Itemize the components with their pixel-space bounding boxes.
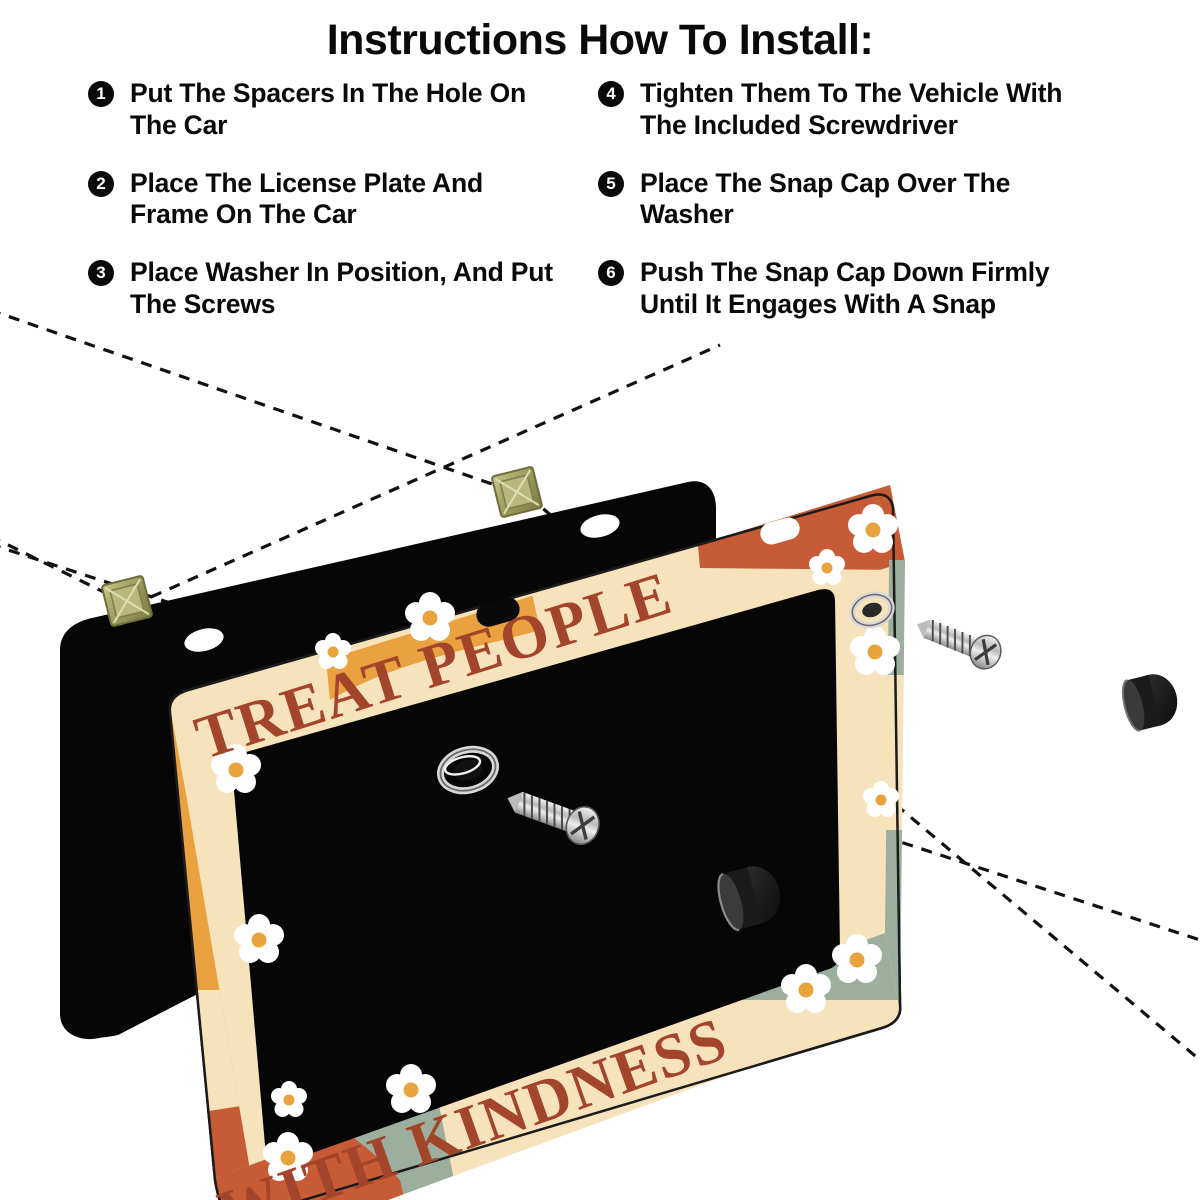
step-text: Place The Snap Cap Over The Washer (640, 167, 1011, 230)
instruction-step-3: 3 Place Washer In Position, And Put The … (88, 257, 568, 321)
step-number-badge: 3 (88, 260, 114, 287)
step-text: Place Washer In Position, And Put The Sc… (130, 257, 553, 319)
instructions-left-column: 1 Put The Spacers In The Hole On The Car… (88, 78, 568, 347)
license-plate-frame: TREAT PEOPLE WITH KINDNESS (168, 485, 905, 1200)
step-number-badge: 6 (598, 260, 624, 287)
instruction-step-5: 5 Place The Snap Cap Over The Washer (598, 168, 1078, 232)
page-title: Instructions How To Install: (326, 16, 874, 64)
step-text: Place The License Plate And Frame On The… (130, 167, 483, 230)
step-text: Tighten Them To The Vehicle With The Inc… (640, 78, 1063, 140)
instruction-step-1: 1 Put The Spacers In The Hole On The Car (88, 78, 568, 142)
instruction-step-6: 6 Push The Snap Cap Down Firmly Until It… (598, 257, 1078, 321)
step-number-badge: 2 (88, 170, 114, 197)
screw-right (917, 619, 1002, 670)
screw-center (507, 791, 600, 845)
washer-hardware (437, 745, 499, 795)
instruction-step-4: 4 Tighten Them To The Vehicle With The I… (598, 78, 1078, 142)
snap-cap-right (1121, 674, 1178, 732)
instruction-step-2: 2 Place The License Plate And Frame On T… (88, 168, 568, 232)
assembly-illustration: TREAT PEOPLE WITH KINDNESS (0, 300, 1200, 1200)
snap-cap-center (717, 866, 781, 931)
step-text: Push The Snap Cap Down Firmly Until It E… (640, 257, 1050, 319)
step-text: Put The Spacers In The Hole On The Car (130, 78, 526, 140)
spacer-hardware (101, 466, 543, 627)
instructions-right-column: 4 Tighten Them To The Vehicle With The I… (598, 78, 1078, 347)
washer-right (849, 591, 895, 629)
step-number-badge: 1 (88, 81, 114, 107)
step-number-badge: 4 (598, 81, 624, 107)
step-number-badge: 5 (598, 170, 624, 197)
